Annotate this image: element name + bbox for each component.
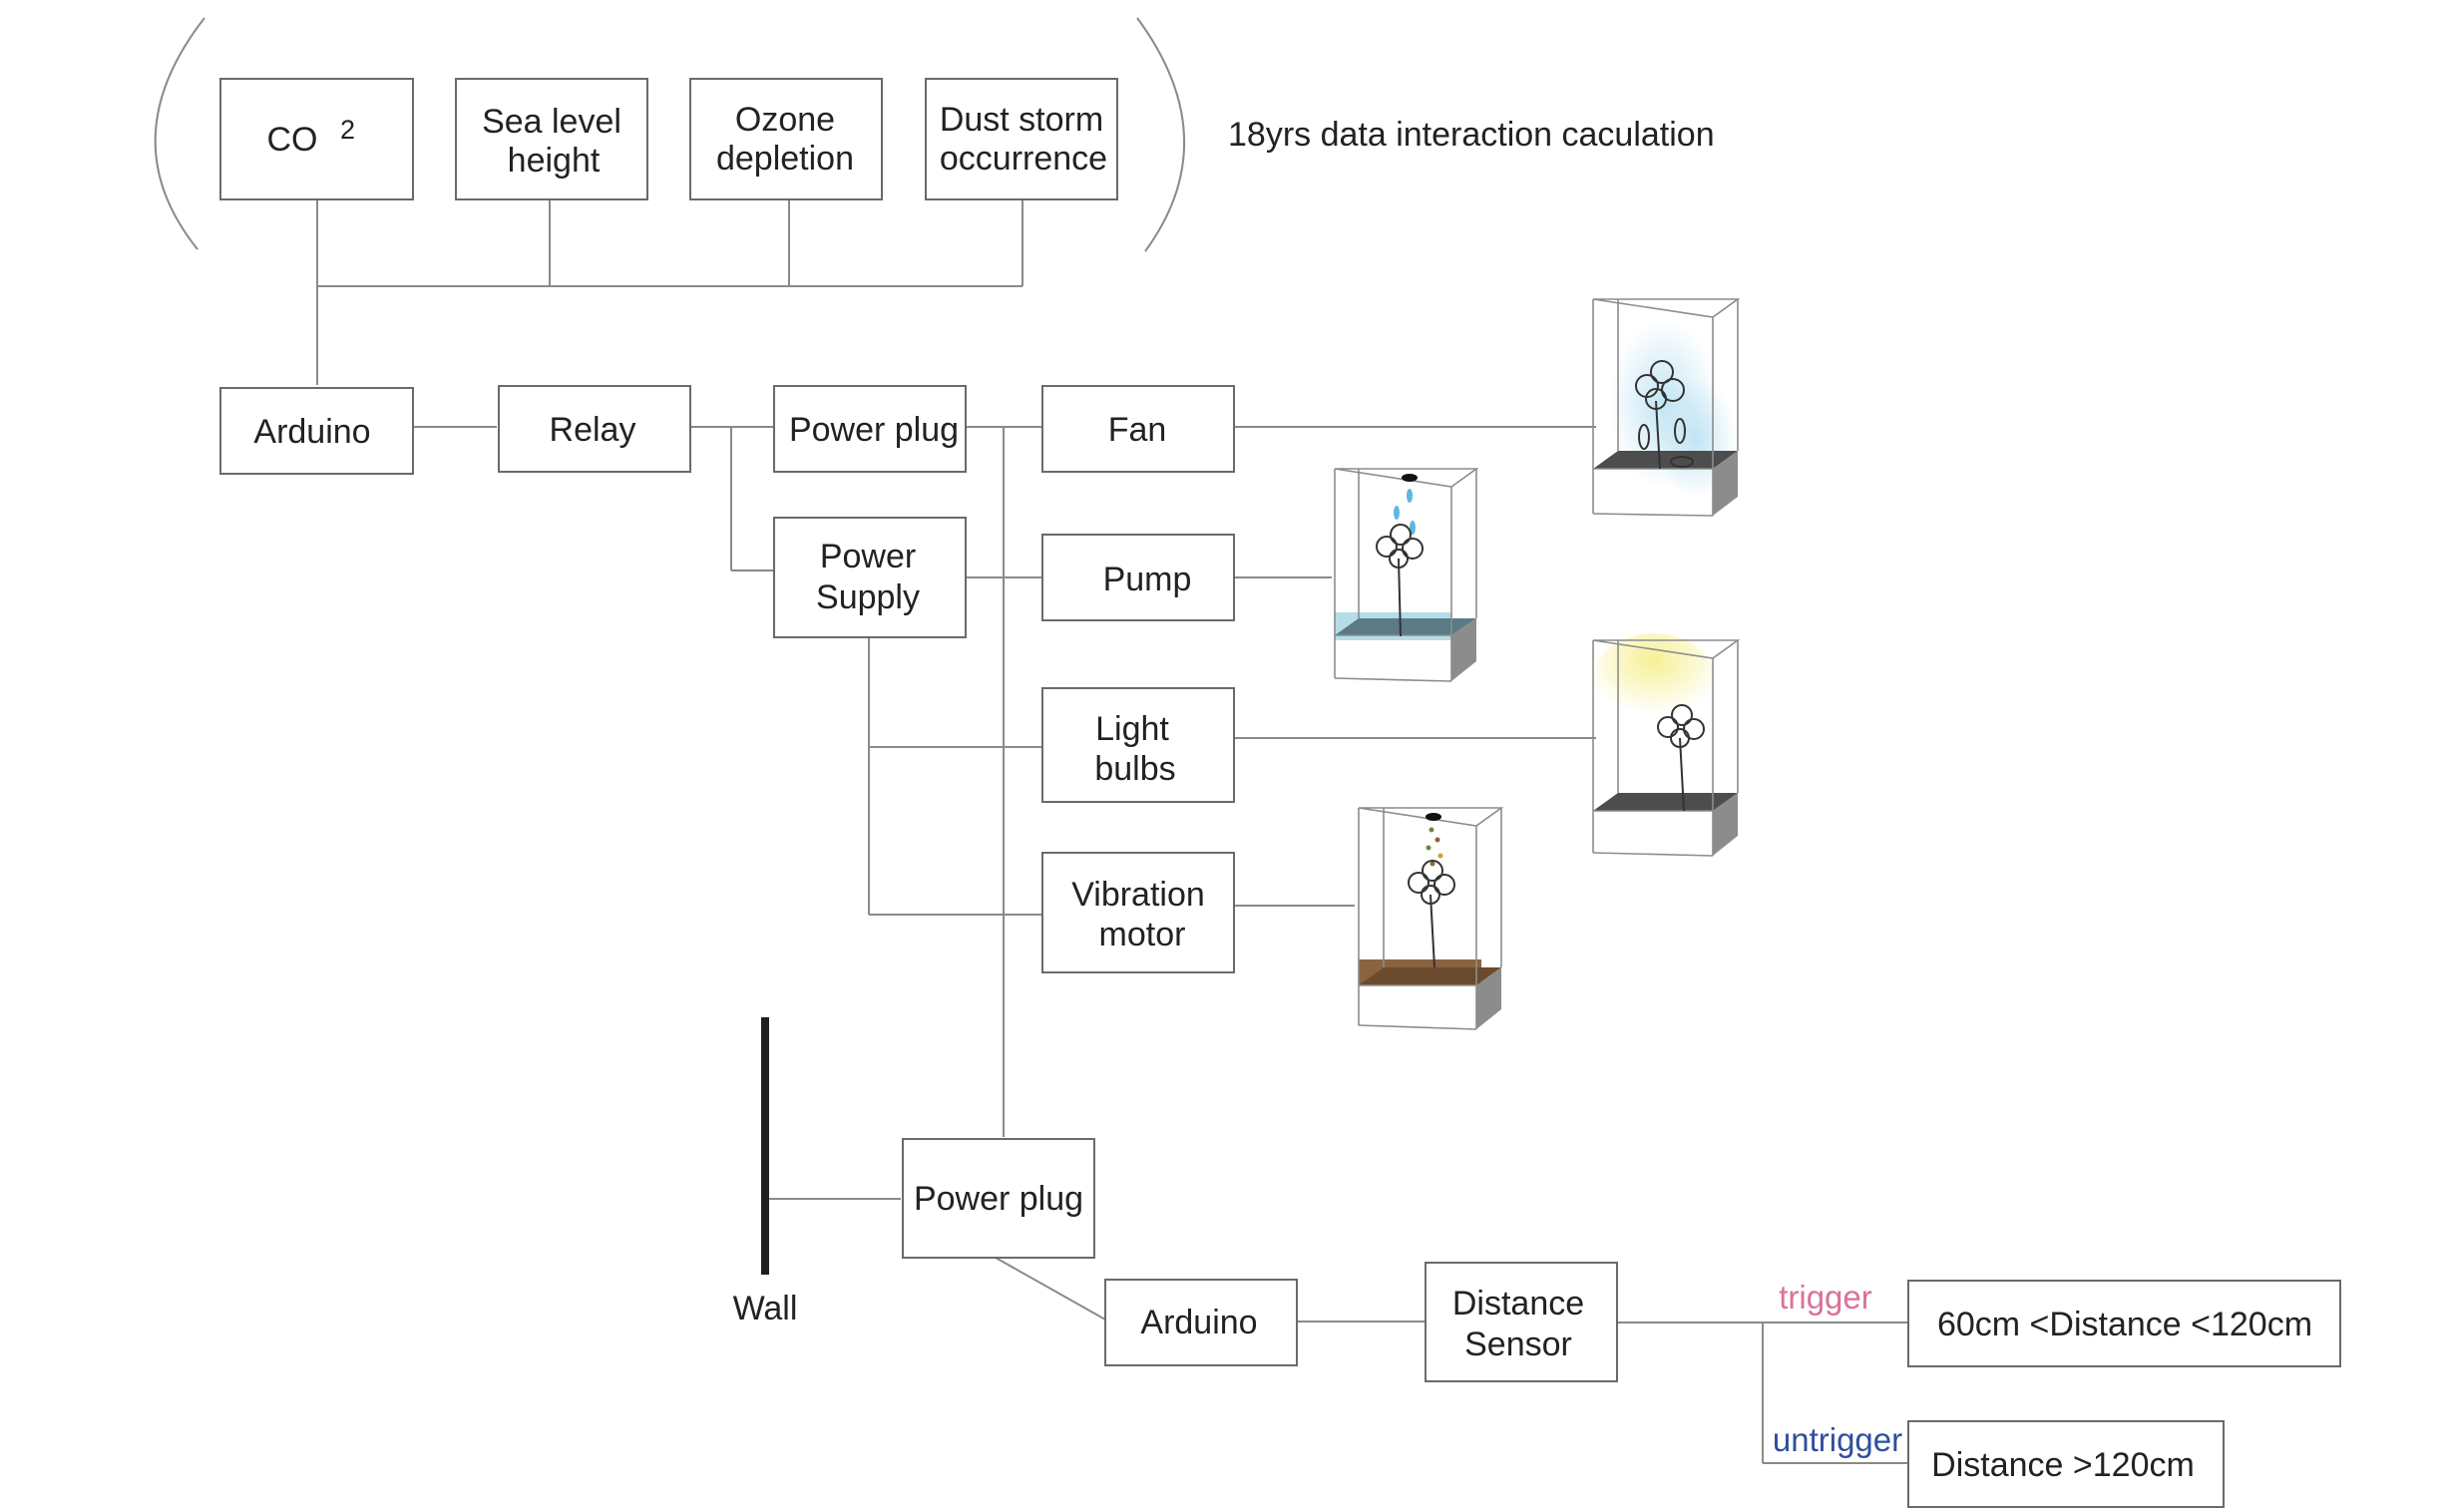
svg-text:Distance >120cm: Distance >120cm bbox=[1931, 1446, 2195, 1484]
data-caption: 18yrs data interaction caculation bbox=[1228, 116, 1715, 154]
svg-text:bulbs: bulbs bbox=[1094, 750, 1175, 788]
svg-text:Power plug: Power plug bbox=[789, 411, 959, 449]
svg-text:Arduino: Arduino bbox=[1140, 1304, 1257, 1341]
co2-label: CO bbox=[267, 121, 318, 159]
light-cube-illustration bbox=[1592, 633, 1741, 857]
co2-superscript: 2 bbox=[340, 115, 355, 145]
ozone-box: Ozone depletion bbox=[689, 78, 883, 200]
svg-text:Vibration: Vibration bbox=[1071, 876, 1205, 914]
untrigger-condition-box: Distance >120cm bbox=[1907, 1420, 2225, 1508]
svg-text:Distance: Distance bbox=[1452, 1285, 1584, 1323]
left-bracket-arc bbox=[154, 17, 205, 250]
power-plug-box-bottom: Power plug bbox=[902, 1138, 1095, 1259]
svg-text:Fan: Fan bbox=[1108, 411, 1167, 449]
ozone-label-1: Ozone bbox=[735, 101, 835, 139]
sea-level-box: Sea level height bbox=[455, 78, 648, 200]
wires bbox=[316, 199, 1908, 1464]
svg-text:motor: motor bbox=[1099, 916, 1186, 953]
power-supply-box: Power Supply bbox=[773, 517, 967, 638]
svg-text:Sensor: Sensor bbox=[1464, 1325, 1572, 1363]
arduino-box-top: Arduino bbox=[219, 387, 414, 475]
sea-level-label-1: Sea level bbox=[482, 103, 621, 141]
pump-water-cube-illustration bbox=[1334, 468, 1479, 682]
fan-box: Fan bbox=[1041, 385, 1235, 473]
svg-text:Light: Light bbox=[1095, 710, 1169, 748]
dust-storm-label-2: occurrence bbox=[940, 140, 1107, 178]
trigger-condition-box: 60cm <Distance <120cm bbox=[1907, 1280, 2341, 1367]
vibration-soil-cube-illustration bbox=[1358, 807, 1504, 1030]
svg-text:Pump: Pump bbox=[1103, 561, 1192, 598]
arduino-box-bottom: Arduino bbox=[1104, 1279, 1298, 1366]
dust-storm-box: Dust storm occurrence bbox=[925, 78, 1118, 200]
vibration-motor-box: Vibration motor bbox=[1041, 852, 1235, 973]
pump-box: Pump bbox=[1041, 534, 1235, 621]
svg-text:Power plug: Power plug bbox=[914, 1180, 1083, 1218]
power-plug-box-top: Power plug bbox=[773, 385, 967, 473]
wall-label: Wall bbox=[733, 1290, 798, 1327]
svg-text:Arduino: Arduino bbox=[253, 413, 370, 451]
sea-level-label-2: height bbox=[508, 142, 601, 180]
relay-box: Relay bbox=[498, 385, 691, 473]
svg-text:Relay: Relay bbox=[550, 411, 636, 449]
co2-box: CO 2 bbox=[219, 78, 414, 200]
untrigger-label: untrigger bbox=[1773, 1421, 1902, 1458]
fan-wind-cube-illustration bbox=[1592, 298, 1741, 517]
dust-storm-label-1: Dust storm bbox=[940, 101, 1103, 139]
light-bulbs-box: Light bulbs bbox=[1041, 687, 1235, 803]
right-bracket-arc bbox=[1136, 17, 1186, 252]
svg-text:60cm <Distance <120cm: 60cm <Distance <120cm bbox=[1937, 1306, 2312, 1343]
svg-text:Power: Power bbox=[820, 538, 916, 575]
trigger-label: trigger bbox=[1779, 1279, 1872, 1316]
svg-text:Supply: Supply bbox=[816, 578, 920, 616]
distance-sensor-box: Distance Sensor bbox=[1425, 1262, 1618, 1382]
ozone-label-2: depletion bbox=[716, 140, 854, 178]
